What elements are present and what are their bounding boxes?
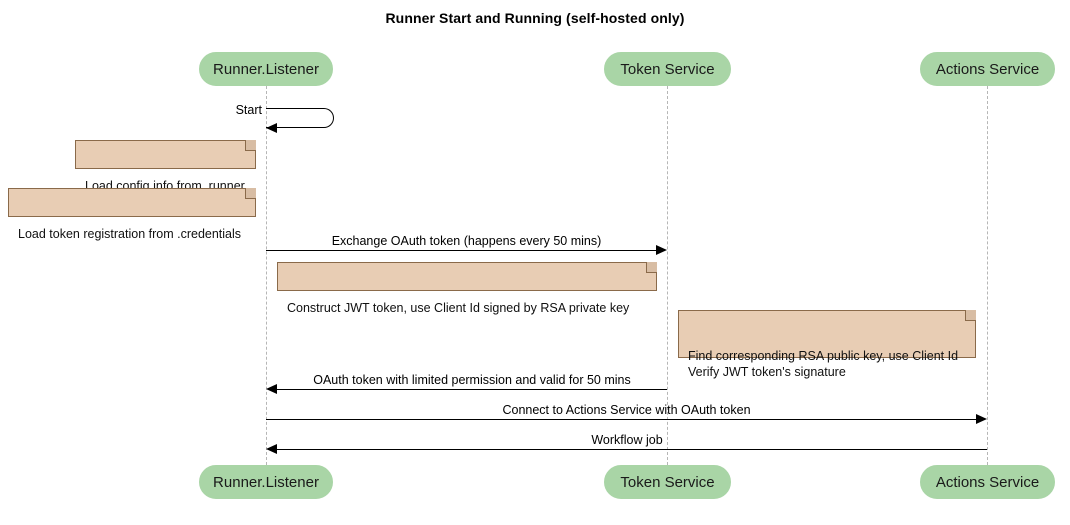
message-line-oauth-token-returned <box>277 389 667 390</box>
lifeline-actions <box>987 86 988 465</box>
note-fold-corner <box>245 188 256 199</box>
participant-label: Runner.Listener <box>213 473 319 491</box>
note-text: Find corresponding RSA public key, use C… <box>688 349 959 379</box>
note-text: Construct JWT token, use Client Id signe… <box>287 301 630 315</box>
message-line-connect-actions-service <box>266 419 976 420</box>
participant-runner-bottom[interactable]: Runner.Listener <box>199 465 333 499</box>
arrowhead-start <box>266 123 277 133</box>
note-verify-jwt-signature: Find corresponding RSA public key, use C… <box>678 310 976 379</box>
note-load-token-registration: Load token registration from .credential… <box>8 188 256 241</box>
participant-actions-bottom[interactable]: Actions Service <box>920 465 1055 499</box>
diagram-title: Runner Start and Running (self-hosted on… <box>385 10 685 26</box>
message-label-oauth-token-returned: OAuth token with limited permission and … <box>313 373 631 387</box>
participant-label: Token Service <box>620 60 715 78</box>
participant-runner-top[interactable]: Runner.Listener <box>199 52 333 86</box>
message-label-exchange-oauth-token: Exchange OAuth token (happens every 50 m… <box>331 234 602 248</box>
participant-label: Token Service <box>620 473 715 491</box>
message-label-start: Start <box>235 103 262 117</box>
note-fold-corner <box>646 262 657 273</box>
participant-actions-top[interactable]: Actions Service <box>920 52 1055 86</box>
arrowhead-oauth-token-returned <box>266 384 277 394</box>
participant-label: Runner.Listener <box>213 60 319 78</box>
message-label-workflow-job: Workflow job <box>591 433 663 447</box>
participant-label: Actions Service <box>935 60 1040 78</box>
lifeline-runner <box>266 86 267 465</box>
participant-token-bottom[interactable]: Token Service <box>604 465 731 499</box>
participant-token-top[interactable]: Token Service <box>604 52 731 86</box>
participant-label: Actions Service <box>935 473 1040 491</box>
note-load-config: Load config info from .runner <box>75 140 256 193</box>
message-label-connect-actions-service: Connect to Actions Service with OAuth to… <box>502 403 751 417</box>
arrowhead-workflow-job <box>266 444 277 454</box>
arrowhead-connect-actions-service <box>976 414 987 424</box>
arrowhead-exchange-oauth-token <box>656 245 667 255</box>
note-fold-corner <box>245 140 256 151</box>
note-construct-jwt-token: Construct JWT token, use Client Id signe… <box>277 262 657 315</box>
message-line-workflow-job <box>277 449 987 450</box>
note-fold-corner <box>965 310 976 321</box>
message-selfloop-start <box>266 108 334 128</box>
lifeline-token <box>667 86 668 465</box>
message-line-exchange-oauth-token <box>266 250 656 251</box>
note-text: Load token registration from .credential… <box>18 227 242 241</box>
